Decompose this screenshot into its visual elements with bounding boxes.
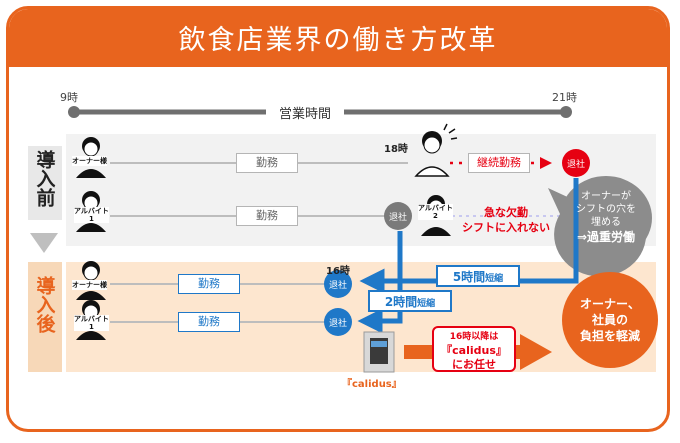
overwork-bubble-body	[560, 176, 652, 260]
header-bar: 飲食店業界の働き方改革	[9, 9, 667, 67]
owner-overtime-icon	[414, 123, 458, 177]
timeline-start-dot	[68, 106, 80, 118]
result-line2: 社員の	[591, 313, 628, 327]
section-before: 導入前	[28, 146, 62, 220]
bubble-text: オーナーが シフトの穴を 埋める ⇒過重労働	[566, 190, 646, 244]
owner-before-icon	[76, 137, 106, 178]
before-owner-leave: 退社	[566, 160, 585, 170]
after-owner-leave-circle	[324, 270, 352, 298]
result-circle	[562, 272, 658, 368]
reduction-5h-value: 5時間	[452, 270, 486, 284]
reduction-5h-suffix: 短縮	[485, 274, 504, 284]
timeline-start-label: 9時	[60, 91, 78, 104]
absence-line2: シフトに入れない	[462, 221, 550, 234]
role-part-after: アルバイト 1	[74, 315, 109, 331]
result-text: オーナー、 社員の 負担を軽減	[562, 296, 658, 344]
calidus-machine-screen	[371, 341, 387, 347]
bubble-line2: シフトの穴を	[576, 204, 636, 215]
after-owner-work-box: 勤務	[178, 274, 240, 294]
after-time-16: 16時	[326, 266, 350, 277]
reduction-5h-box: 5時間短縮	[436, 265, 520, 287]
part-before-icon	[76, 191, 106, 232]
bubble-line4: ⇒過重労働	[576, 230, 636, 244]
reduction-2h-value: 2時間	[384, 295, 418, 309]
continued-work-box: 継続勤務	[468, 153, 530, 173]
before-owner-work-box: 勤務	[236, 153, 298, 173]
timeline-label: 営業時間	[278, 107, 331, 122]
bubble-line1: オーナーが	[581, 191, 631, 202]
page-title: 飲食店業界の働き方改革	[178, 25, 498, 56]
calidus-box: 16時以降は 『calidus』 にお任せ	[432, 326, 516, 372]
absence-line1: 急な欠勤	[484, 206, 528, 219]
after-part-leave: 退社	[328, 319, 347, 329]
after-part-leave-circle	[324, 308, 352, 336]
section-after-label: 導入後	[33, 276, 56, 333]
result-line1: オーナー、	[580, 297, 640, 311]
timeline-end-dot	[560, 106, 572, 118]
result-line3: 負担を軽減	[579, 329, 640, 343]
role-part-absent: アルバイト 2	[418, 204, 453, 220]
calidus-box-line1: 16時以降は	[449, 332, 499, 342]
before-time-18: 18時	[384, 144, 408, 155]
calidus-machine-label: 『calidus』	[342, 379, 402, 390]
role-owner-before: オーナー様	[72, 156, 107, 166]
reduction-2h-suffix: 短縮	[417, 299, 436, 309]
role-part-before: アルバイト 1	[74, 207, 109, 223]
role-owner-after: オーナー様	[72, 280, 107, 290]
section-arrow-icon	[30, 233, 58, 253]
before-part-leave-circle	[384, 202, 412, 230]
calidus-box-line3: にお任せ	[452, 358, 496, 371]
timeline-label-bg	[266, 102, 344, 122]
timeline-end-label: 21時	[552, 91, 577, 104]
section-before-label: 導入前	[33, 150, 56, 207]
after-part-work-box: 勤務	[178, 312, 240, 332]
after-owner-leave: 退社	[328, 281, 347, 291]
continued-work-arrowhead	[540, 157, 552, 169]
before-owner-leave-circle	[562, 149, 590, 177]
bubble-line3: 埋める	[591, 217, 621, 228]
reduction-2h-arrow	[357, 231, 403, 334]
reduction-2h-box: 2時間短縮	[368, 290, 452, 312]
before-part-leave: 退社	[388, 213, 407, 223]
section-after: 導入後	[28, 262, 62, 372]
calidus-box-line2: 『calidus』	[441, 344, 507, 357]
before-part-work-box: 勤務	[236, 206, 298, 226]
